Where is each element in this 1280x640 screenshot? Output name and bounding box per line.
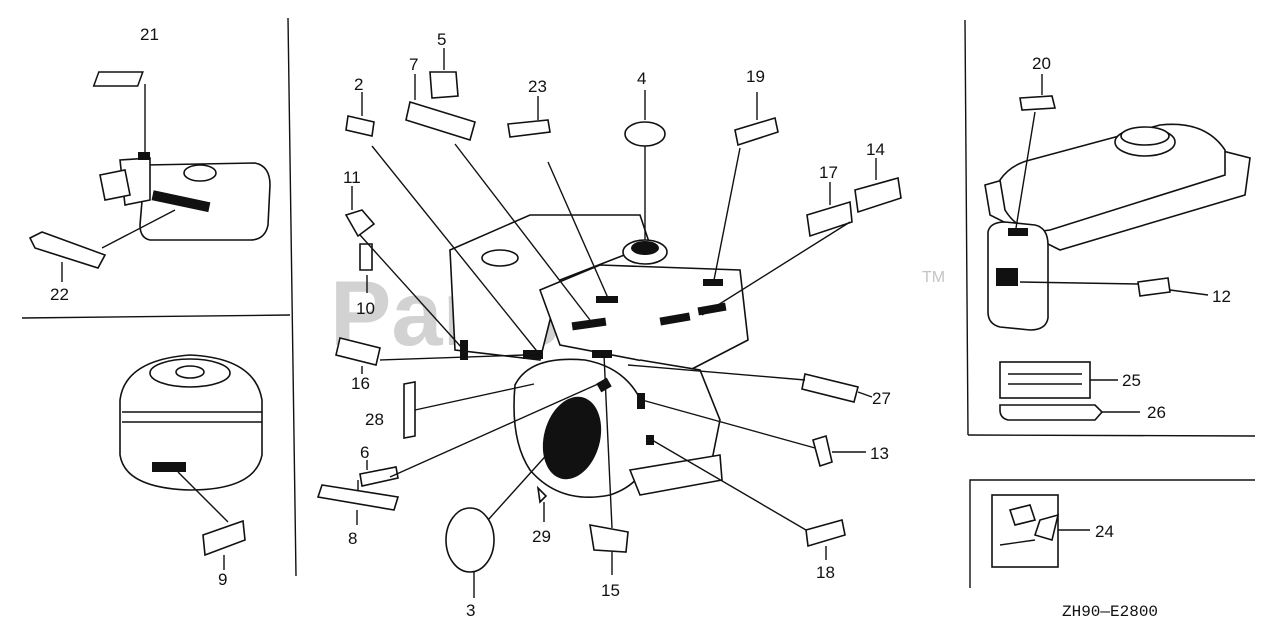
callout-28: 28 [365,410,384,429]
callout-21: 21 [140,25,159,44]
box-24-frame [969,479,1255,588]
callout-2: 2 [354,75,363,94]
divider-right [964,19,969,436]
fuel-tank-right [984,74,1251,568]
callout-13: 13 [870,444,889,463]
callout-17: 17 [819,163,838,182]
callout-29: 29 [532,527,551,546]
callout-12: 12 [1212,287,1231,306]
callout-15: 15 [601,581,620,600]
divider-left [287,17,297,577]
leader-lines-center [351,48,877,598]
callout-27: 27 [872,389,891,408]
callout-6: 6 [360,443,369,462]
callout-9: 9 [218,570,227,589]
callout-5: 5 [437,30,446,49]
air-cleaner-bottom-left [119,354,263,570]
air-cleaner-top-left [28,71,271,282]
callout-19: 19 [746,67,765,86]
callout-4: 4 [637,69,646,88]
callout-8: 8 [348,529,357,548]
decals [316,71,902,573]
panel-dividers [21,17,1256,588]
callout-25: 25 [1122,371,1141,390]
callout-14: 14 [866,140,885,159]
callout-3: 3 [466,601,475,620]
callout-11: 11 [343,168,361,187]
callout-18: 18 [816,563,835,582]
callout-22: 22 [50,285,69,304]
callout-numbers: 2 3 4 5 6 7 8 9 10 11 12 13 14 15 16 17 … [50,25,1231,620]
callout-26: 26 [1147,403,1166,422]
callout-10: 10 [356,299,375,318]
divider-left-horizontal [21,314,291,319]
watermark-trademark: TM [922,269,945,286]
divider-right-horizontal [967,434,1256,437]
callout-7: 7 [409,55,418,74]
callout-16: 16 [351,374,370,393]
callout-20: 20 [1032,54,1051,73]
callout-23: 23 [528,77,547,96]
callout-24: 24 [1095,522,1114,541]
diagram-code: ZH90—E2800 [1062,603,1158,621]
